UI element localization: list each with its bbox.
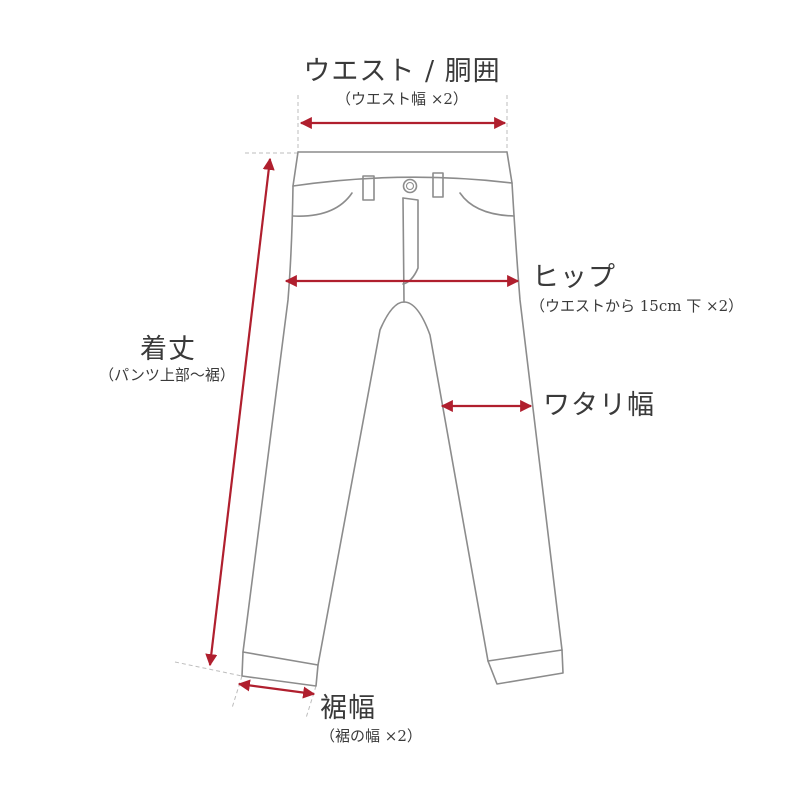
pants-outline: [241, 151, 564, 687]
pocket-right: [459, 192, 515, 217]
fly-stitch: [402, 197, 405, 303]
fly-curve: [402, 197, 419, 285]
hem-width-title: 裾幅: [320, 693, 376, 724]
waist-subtitle: （ウエスト幅 ×2）: [336, 90, 468, 108]
belt-loop-left: [362, 175, 375, 201]
pocket-left: [292, 192, 353, 217]
leg-left-outer-seam: [242, 185, 294, 653]
guide-lines: [174, 95, 508, 719]
hem-guide-left: [231, 675, 243, 709]
leg-right-outer-seam: [511, 182, 563, 651]
measurement-arrows: [205, 116, 533, 699]
leg-right-inner-seam: [403, 301, 489, 662]
hip-title: ヒップ: [532, 262, 616, 293]
hem-left: [241, 651, 319, 687]
thigh-width-title: ワタリ幅: [543, 390, 655, 421]
length-subtitle: （パンツ上部〜裾）: [99, 366, 235, 384]
hem-guide-right: [305, 685, 317, 719]
button-icon: [402, 178, 418, 194]
leg-left-inner-seam: [317, 301, 405, 666]
waist-title: ウエスト / 胴囲: [303, 56, 501, 87]
hip-subtitle: （ウエストから 15cm 下 ×2）: [530, 297, 744, 315]
length-title: 着丈: [140, 334, 196, 365]
hem-right: [487, 649, 564, 685]
belt-loop-right: [432, 172, 444, 198]
hem-arrow: [237, 679, 316, 699]
hem-width-subtitle: （裾の幅 ×2）: [320, 727, 422, 745]
length-guide-bottom: [174, 661, 243, 677]
waistband: [292, 151, 513, 187]
length-arrow: [205, 157, 275, 667]
